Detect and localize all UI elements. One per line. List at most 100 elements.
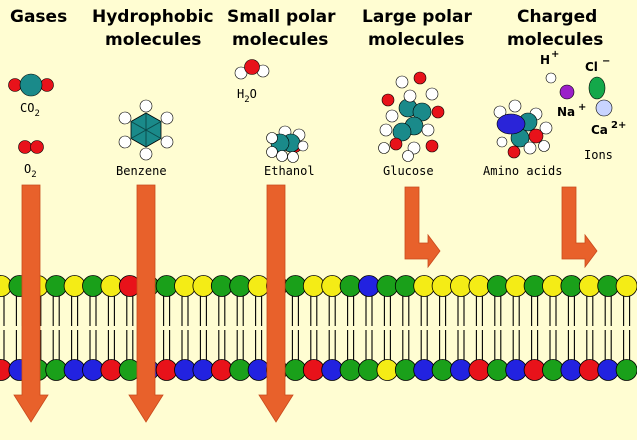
svg-text:+: + [578,102,586,113]
top-lipid-head [578,275,601,297]
bottom-lipid-head [468,359,491,381]
bottom-lipid-head [505,359,528,381]
svg-text:Ca: Ca [591,123,608,137]
top-lipid-head [192,275,215,297]
large-polar-blocked-arrow [404,186,441,269]
bottom-lipid-head [155,359,178,381]
h-ion: H + [540,49,559,84]
bottom-lipid-head [63,359,86,381]
svg-text:Cl: Cl [585,60,598,74]
title-large-polar-line2: molecules [368,30,464,50]
top-lipid-head [321,275,344,297]
glucose-label: Glucose [383,164,434,178]
ions-label: Ions [584,148,613,162]
bottom-lipid-head [174,359,196,381]
hydrophobic-arrow [128,184,164,423]
top-lipid-head [376,275,399,297]
bottom-lipid-head [486,359,509,381]
top-lipid-head [542,275,564,297]
bottom-lipid-head [523,359,546,381]
top-lipid-head [82,275,104,297]
top-lipid-head [302,275,325,297]
top-lipid-head [339,275,362,297]
top-lipid-head [615,275,637,297]
bottom-lipid-head [210,359,233,381]
gases-arrow [13,184,49,423]
top-lipid-head [174,275,196,297]
top-lipid-head [155,275,178,297]
bottom-lipid-head [192,359,215,381]
o2-label: O2 [24,162,37,180]
ethanol-label: Ethanol [264,164,315,178]
top-lipid-head [505,275,528,297]
top-lipid-head [431,275,454,297]
lipid-bilayer [0,275,637,381]
svg-text:Na: Na [557,105,575,119]
svg-text:−: − [602,56,610,67]
top-lipid-head [597,275,620,297]
top-lipid-head [358,275,380,297]
bottom-lipid-head [413,359,436,381]
top-lipid-head [229,275,252,297]
top-lipid-head [413,275,436,297]
top-lipid-head [394,275,417,297]
outer-lipid-layer [0,275,637,297]
top-lipid-head [210,275,233,297]
title-small-polar-line1: Small polar [227,7,336,27]
amino-acid-molecule [493,99,553,159]
bottom-lipid-head [339,359,362,381]
top-lipid-head [100,275,123,297]
bottom-lipid-head [358,359,380,381]
ca-ion: Ca 2+ [591,99,626,137]
bottom-lipid-head [394,359,417,381]
top-lipid-head [284,275,307,297]
inner-lipid-layer [0,359,637,381]
benzene-molecule [118,99,174,161]
bottom-lipid-head [597,359,620,381]
lipid-tails [0,285,637,371]
title-hydrophobic-line2: molecules [105,30,201,50]
top-lipid-head [560,275,583,297]
bottom-lipid-head [376,359,399,381]
top-lipid-head [523,275,546,297]
co2-molecule [8,73,54,97]
bottom-lipid-head [560,359,583,381]
small-polar-arrow [258,184,294,423]
top-lipid-head [486,275,509,297]
na-ion: Na + [557,84,586,119]
bottom-lipid-head [302,359,325,381]
h2o-label: H2O [237,87,257,105]
title-charged-line2: molecules [507,30,603,50]
top-lipid-head [63,275,86,297]
title-large-polar-line1: Large polar [362,7,472,27]
benzene-label: Benzene [116,164,167,178]
svg-text:2+: 2+ [611,120,626,131]
bottom-lipid-head [578,359,601,381]
ethanol-molecule [266,125,309,163]
bottom-lipid-head [247,359,270,381]
h2o-molecule [234,59,270,80]
bottom-lipid-head [431,359,454,381]
svg-text:+: + [551,49,559,60]
title-charged-line1: Charged [517,7,597,27]
bottom-lipid-head [450,359,472,381]
bottom-lipid-head [284,359,307,381]
top-lipid-head [247,275,270,297]
svg-text:H: H [540,53,550,67]
amino-acids-label: Amino acids [483,164,562,178]
charged-blocked-arrow [561,186,598,269]
bottom-lipid-head [321,359,344,381]
bottom-lipid-head [45,359,68,381]
glucose-molecule [378,71,445,162]
bottom-lipid-head [615,359,637,381]
bottom-lipid-head [100,359,123,381]
top-lipid-head [450,275,472,297]
top-lipid-head [468,275,491,297]
co2-label: CO2 [20,101,40,119]
o2-molecule [18,140,44,154]
top-lipid-head [45,275,68,297]
bottom-lipid-head [82,359,104,381]
bottom-lipid-head [542,359,564,381]
cl-ion: Cl − [585,56,610,100]
